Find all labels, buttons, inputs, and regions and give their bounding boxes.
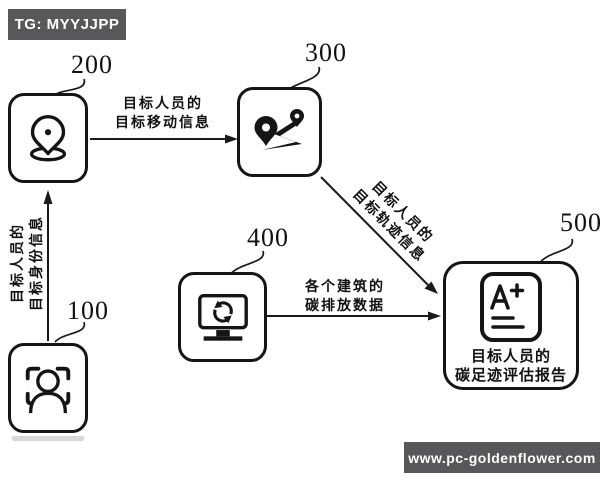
edge-label-identity-info-line1: 目标人员的 bbox=[9, 223, 25, 303]
edge-label-carbon-data-line2: 碳排放数据 bbox=[305, 297, 385, 313]
watermark-bottom-right: www.pc-goldenflower.com bbox=[404, 442, 600, 473]
node-400-monitor bbox=[178, 272, 267, 362]
watermark-top-left: TG: MYYJJPP bbox=[8, 9, 126, 40]
edge-label-identity-info-line2: 目标身份信息 bbox=[28, 215, 44, 311]
node-100-face-scan bbox=[8, 343, 88, 433]
node-500-caption: 目标人员的 碳足迹评估报告 bbox=[455, 347, 567, 385]
arrowhead-400-500 bbox=[428, 311, 441, 321]
ref-num-400: 400 bbox=[247, 223, 289, 252]
edge-label-identity-info: 目标人员的 目标身份信息 bbox=[8, 215, 46, 311]
node-500-caption-line2: 碳足迹评估报告 bbox=[454, 367, 567, 384]
ref-num-500: 500 bbox=[560, 208, 600, 237]
route-map-icon bbox=[254, 109, 304, 150]
scan-artifact bbox=[12, 436, 84, 441]
node-200-location bbox=[8, 93, 88, 183]
node-300-route bbox=[237, 87, 322, 177]
edge-label-move-info-line1: 目标人员的 bbox=[123, 95, 203, 111]
monitor-sync-icon bbox=[197, 294, 248, 341]
arrowhead-200-300 bbox=[225, 134, 238, 144]
ref-num-100: 100 bbox=[67, 296, 109, 325]
leader-500 bbox=[538, 238, 573, 265]
edge-label-carbon-data: 各个建筑的 碳排放数据 bbox=[305, 277, 385, 315]
ref-num-200: 200 bbox=[71, 50, 113, 79]
edge-label-carbon-data-line1: 各个建筑的 bbox=[305, 278, 385, 294]
node-500-caption-line1: 目标人员的 bbox=[470, 348, 551, 365]
arrowhead-100-200 bbox=[43, 190, 53, 204]
ref-num-300: 300 bbox=[305, 38, 347, 67]
edge-label-move-info-line2: 目标移动信息 bbox=[115, 114, 211, 130]
arrow-300-500 bbox=[320, 176, 429, 286]
face-scan-icon bbox=[25, 366, 71, 414]
arrowhead-300-500 bbox=[424, 281, 438, 294]
location-pin-icon bbox=[29, 115, 67, 162]
node-500-report: 目标人员的 碳足迹评估报告 bbox=[443, 261, 579, 390]
edge-label-move-info: 目标人员的 目标移动信息 bbox=[115, 94, 211, 132]
report-grade-icon bbox=[480, 272, 542, 342]
leader-100 bbox=[54, 321, 86, 343]
